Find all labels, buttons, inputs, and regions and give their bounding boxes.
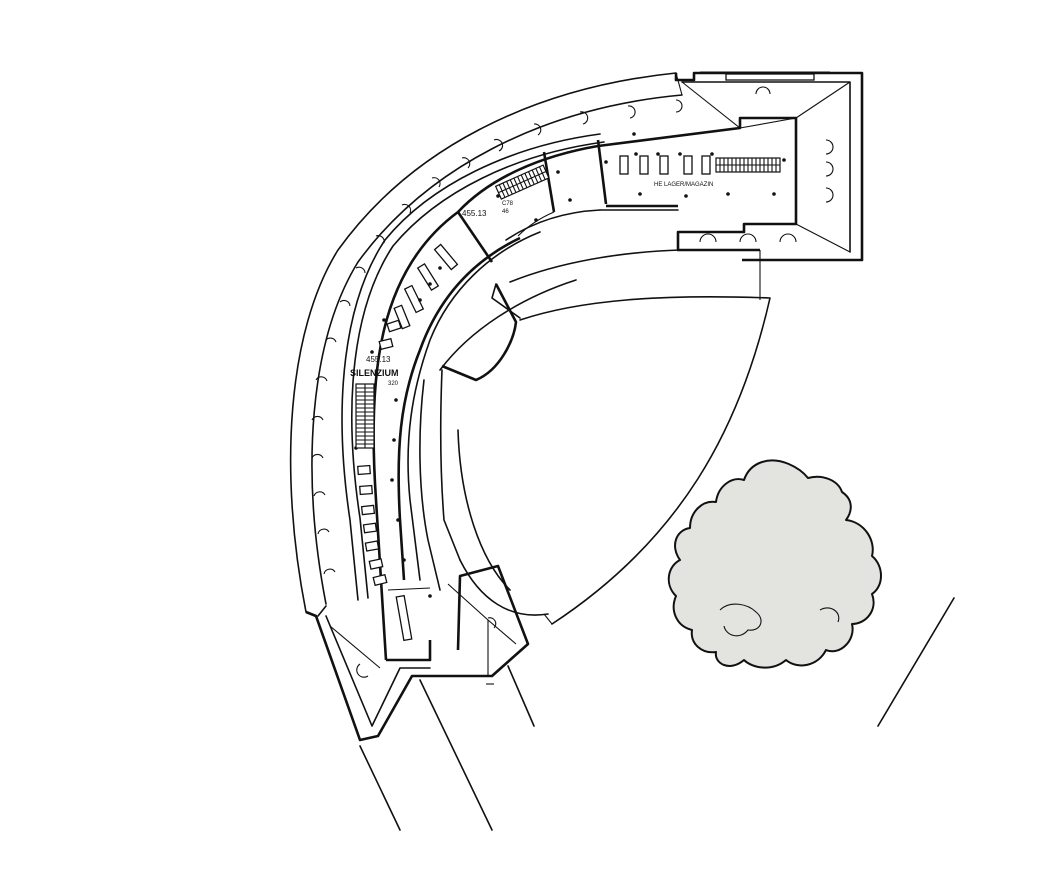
staircases <box>355 157 781 449</box>
code-upper-sub: 46 <box>502 209 509 215</box>
arcade-niches <box>311 99 683 575</box>
reading-room-walls <box>372 209 601 662</box>
ne-pavilion <box>674 71 864 300</box>
code-lower-sub: 320 <box>388 381 399 387</box>
room-number-lower: 455.13 <box>366 355 391 364</box>
open-courtyard <box>519 296 771 625</box>
sw-pavilion <box>305 564 530 742</box>
silence-zone-label: SILENZIUM <box>350 368 399 378</box>
site-paths <box>359 597 955 831</box>
stair-east <box>715 157 781 173</box>
upper-stair-room <box>457 139 608 237</box>
arcade-inner-wall <box>341 133 605 601</box>
columns <box>354 132 786 598</box>
outer-curved-wall <box>289 72 683 613</box>
stair-upper <box>494 164 550 200</box>
inner-courtyard-band <box>419 249 681 616</box>
east-wing-label: HE LAGER/MAGAZIN <box>654 182 713 188</box>
study-desks <box>357 155 711 642</box>
code-upper: C78 <box>502 201 514 207</box>
plan-labels: 455.13 C78 46 455.13 SILENZIUM 320 HE LA… <box>350 182 713 387</box>
tree <box>667 459 882 669</box>
stair-west <box>355 383 375 449</box>
east-wing <box>597 116 798 252</box>
room-number-upper: 455.13 <box>462 209 487 218</box>
